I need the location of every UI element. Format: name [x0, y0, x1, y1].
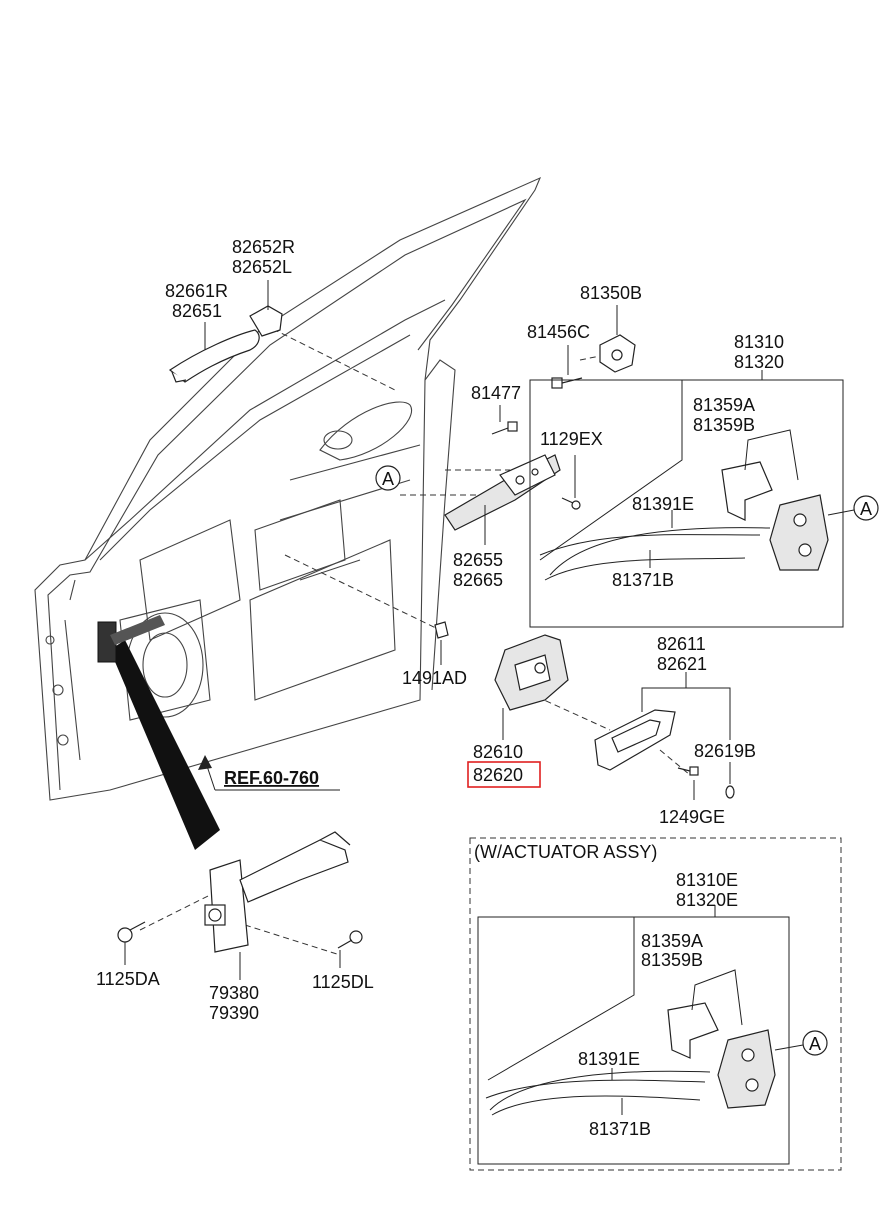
part-label: 82651 — [172, 301, 222, 321]
actuator-assy-box — [469, 837, 842, 1171]
part-label: 79390 — [209, 1003, 259, 1023]
striker-81350b — [551, 305, 636, 389]
part-label: 82652L — [232, 257, 292, 277]
clip-1491ad — [434, 621, 449, 665]
part-label: 81477 — [471, 383, 521, 403]
bolt-81477 — [491, 405, 518, 435]
part-label: 81456C — [527, 322, 590, 342]
inside-handle-82610 — [494, 634, 569, 740]
bolt-1129ex — [561, 455, 581, 510]
part-label: 82621 — [657, 654, 707, 674]
part-label: 82665 — [453, 570, 503, 590]
reference-label: REF.60-760 — [224, 768, 319, 788]
part-label: 81371B — [612, 570, 674, 590]
part-label: 79380 — [209, 983, 259, 1003]
part-label: 81320E — [676, 890, 738, 910]
part-label-highlighted: 82620 — [473, 765, 523, 785]
part-label: 82655 — [453, 550, 503, 570]
door-check-79380 — [117, 831, 363, 980]
part-label: 81391E — [578, 1049, 640, 1069]
part-label: 81371B — [589, 1119, 651, 1139]
marker-a-label: A — [860, 499, 872, 519]
marker-a-actuator: A — [774, 1030, 828, 1056]
part-label: 1125DL — [312, 972, 374, 992]
marker-a-label: A — [809, 1034, 821, 1054]
part-label: 81320 — [734, 352, 784, 372]
part-label: 82661R — [165, 281, 228, 301]
outside-handle — [168, 280, 283, 383]
handle-bracket-82655 — [444, 454, 561, 545]
part-label: 82619B — [694, 741, 756, 761]
part-label: 82611 — [657, 634, 706, 654]
part-label: 1249GE — [659, 807, 725, 827]
marker-a-latch: A — [827, 495, 879, 521]
door-panel — [34, 176, 542, 801]
part-label: 81310E — [676, 870, 738, 890]
part-label: 81359B — [693, 415, 755, 435]
part-label: 81359B — [641, 950, 703, 970]
part-label: 1491AD — [402, 668, 467, 688]
part-label: 82610 — [473, 742, 523, 762]
part-label: 81359A — [641, 931, 703, 951]
marker-a-door: A — [375, 465, 401, 491]
part-label: 82652R — [232, 237, 295, 257]
part-label: 1129EX — [540, 429, 603, 449]
check-strap-band — [97, 615, 220, 850]
part-label: 81391E — [632, 494, 694, 514]
part-label: 81359A — [693, 395, 755, 415]
highlight-box — [467, 761, 541, 788]
latch-assembly-box — [529, 370, 844, 628]
marker-a-label: A — [382, 469, 394, 489]
part-label: 81350B — [580, 283, 642, 303]
actuator-assy-title: (W/ACTUATOR ASSY) — [474, 842, 657, 862]
handle-bezel-82611 — [594, 672, 735, 800]
part-label: 1125DA — [96, 969, 160, 989]
ref-arrow — [198, 755, 340, 791]
part-label: 81310 — [734, 332, 784, 352]
